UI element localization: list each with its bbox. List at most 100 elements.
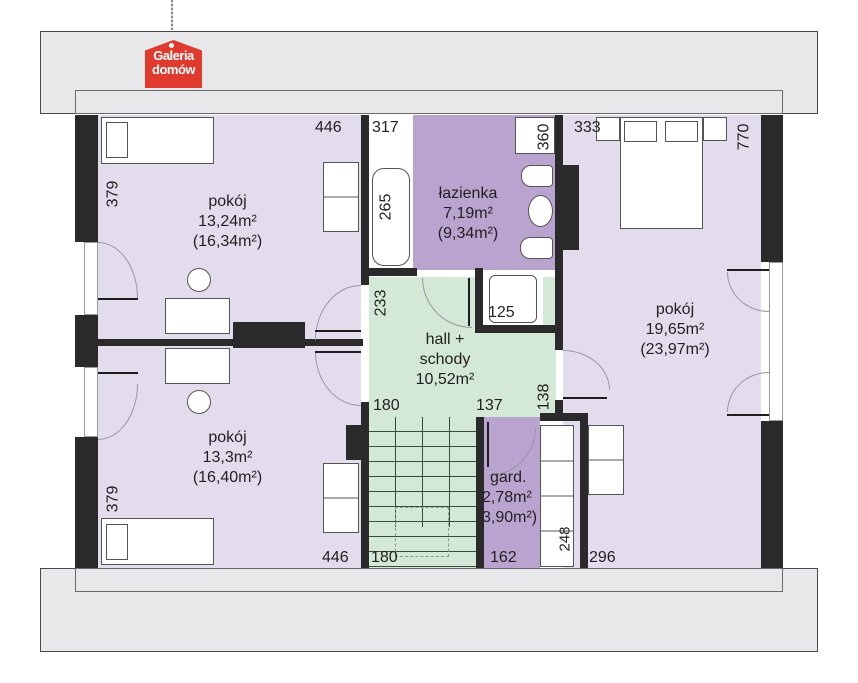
room-area: 19,65m² xyxy=(645,321,705,338)
wc-area xyxy=(515,117,555,154)
bathtub xyxy=(372,168,410,266)
wardrobe-right-room xyxy=(588,425,624,495)
wall-stair-right xyxy=(476,417,484,568)
wall-hall-right-lower xyxy=(555,400,563,418)
room-area-total: (23,97m²) xyxy=(640,341,710,358)
pillow-top-left xyxy=(106,122,128,158)
desk-top-left xyxy=(165,298,230,334)
wardrobe-bottom-left xyxy=(323,463,359,533)
stairs[interactable] xyxy=(369,417,476,568)
shower-tray xyxy=(489,275,537,323)
door-leaf-wardrobe[interactable] xyxy=(487,422,489,467)
pillow-right xyxy=(665,121,698,142)
dim-top-left-width: 446 xyxy=(315,119,342,136)
wall-divider-horizontal xyxy=(98,339,363,346)
room-area: 7,19m² xyxy=(443,205,493,222)
logo-line2: domów xyxy=(152,62,196,77)
wall-right-upper xyxy=(761,115,783,262)
dim-hall-side: 138 xyxy=(535,383,553,411)
dim-hall-width-left: 180 xyxy=(373,397,400,414)
window-right[interactable] xyxy=(769,262,783,421)
room-area-total: (9,34m²) xyxy=(437,225,499,242)
bidet-icon xyxy=(520,237,553,259)
door-leaf-window-right-bottom[interactable] xyxy=(727,414,769,416)
room-name: hall + xyxy=(425,331,465,348)
chair-bottom-left xyxy=(187,390,211,414)
dim-stairs-width: 180 xyxy=(371,549,398,566)
dim-gard-width: 162 xyxy=(490,549,517,566)
wall-gard-right xyxy=(580,413,588,568)
wall-shower-left xyxy=(475,268,483,330)
dim-right-room-length: 770 xyxy=(735,123,753,151)
room-label-top-left: pokój 13,24m² (16,34m²) xyxy=(165,192,290,252)
room-name: gard. xyxy=(490,469,527,486)
logo-string xyxy=(171,0,173,30)
dim-top-left-height: 379 xyxy=(104,180,122,208)
wall-left-lower xyxy=(75,437,98,568)
eave-bottom xyxy=(75,568,783,592)
nightstand-right xyxy=(703,117,727,141)
door-leaf-right-room[interactable] xyxy=(563,397,607,399)
logo-tag[interactable]: Galeria domów xyxy=(145,40,202,88)
dim-bottom-left-height: 379 xyxy=(104,485,122,513)
door-leaf-bathroom[interactable] xyxy=(468,278,470,326)
pillow-bottom-left xyxy=(106,524,128,560)
room-label-right: pokój 19,65m² (23,97m²) xyxy=(615,300,735,360)
room-label-hall: hall + schody 10,52m² xyxy=(380,330,510,390)
room-name: pokój xyxy=(208,193,247,210)
dim-bottom-right-width: 296 xyxy=(589,549,616,566)
sink-icon xyxy=(528,195,553,227)
wall-bath-bottom xyxy=(369,268,417,276)
door-leaf-bottom-left[interactable] xyxy=(98,372,138,374)
stair-landing xyxy=(395,507,449,557)
wall-stair-stub xyxy=(346,425,362,460)
room-area-total: (16,40m²) xyxy=(192,469,263,486)
room-label-bottom-left: pokój 13,3m² (16,40m²) xyxy=(165,428,290,488)
room-area: 10,52m² xyxy=(415,371,475,388)
wall-left-middle xyxy=(75,315,98,367)
logo-line1: Galeria xyxy=(153,48,194,63)
room-name-2: schody xyxy=(419,351,471,368)
door-leaf-hall-bottom[interactable] xyxy=(315,351,361,353)
wall-bath-right-thick xyxy=(563,165,579,250)
dim-hall-width-right: 137 xyxy=(476,397,503,414)
toilet-icon xyxy=(521,165,553,187)
room-name: pokój xyxy=(208,429,247,446)
stair-rail-2 xyxy=(422,417,423,527)
pillow-left xyxy=(624,121,657,142)
room-area-total: 3,90m²) xyxy=(482,509,538,526)
room-name: pokój xyxy=(655,301,695,318)
wardrobe-top-left xyxy=(323,162,359,232)
dim-hall-height: 233 xyxy=(372,289,390,317)
stair-rail-1 xyxy=(395,417,396,527)
room-label-bathroom: łazienka 7,19m² (9,34m²) xyxy=(418,184,518,244)
window-left-lower[interactable] xyxy=(84,367,98,437)
logo-hole-icon xyxy=(169,43,174,48)
wall-bath-right xyxy=(555,115,563,270)
room-area: 2,78m² xyxy=(482,489,532,506)
dim-shower-size: 125 xyxy=(488,304,515,321)
dim-right-room-width: 333 xyxy=(574,119,601,136)
wall-gard-top xyxy=(540,413,588,421)
wall-left-upper xyxy=(75,115,98,242)
door-leaf-window-right-top[interactable] xyxy=(727,269,769,271)
room-area: 13,24m² xyxy=(198,213,257,230)
window-left-upper[interactable] xyxy=(84,242,98,315)
dim-gard-depth: 248 xyxy=(556,526,574,552)
desk-bottom-left xyxy=(165,348,230,384)
dim-bath-strip-width: 317 xyxy=(372,119,399,136)
nightstand-left xyxy=(596,117,620,141)
room-area-total: (16,34m²) xyxy=(192,233,263,250)
room-label-wardrobe: gard. 2,78m² 3,90m²) xyxy=(482,468,562,528)
wall-divider-chimney xyxy=(233,322,305,348)
chair-top-left xyxy=(187,268,211,292)
door-leaf-hall-top[interactable] xyxy=(315,330,361,332)
room-name: łazienka xyxy=(438,185,498,202)
wall-center-left-upper xyxy=(361,115,369,285)
door-leaf-top-left[interactable] xyxy=(98,298,138,300)
wall-center-left-lower xyxy=(361,402,369,568)
wardrobe-gard xyxy=(540,425,574,567)
wall-hall-right-upper xyxy=(555,265,563,350)
wall-right-lower xyxy=(761,421,783,568)
dim-bathtub-length: 265 xyxy=(377,193,395,221)
